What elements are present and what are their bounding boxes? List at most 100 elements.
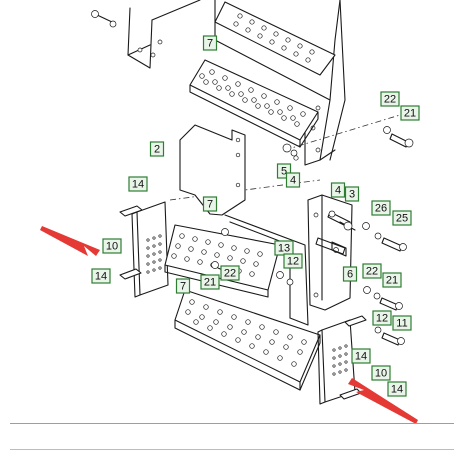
- callout-number: 5: [281, 166, 287, 178]
- callout-box: [285, 172, 301, 188]
- callout-box: [175, 278, 191, 294]
- right-top-bolt: [383, 126, 414, 148]
- callout-box: [400, 105, 420, 121]
- callout-number: 21: [404, 108, 416, 120]
- callout-22: 22: [362, 263, 382, 279]
- callout-box: [344, 186, 360, 202]
- callout-number: 21: [204, 277, 216, 289]
- callout-number: 7: [207, 199, 213, 211]
- callout-box: [149, 141, 165, 157]
- callout-12: 12: [283, 253, 303, 269]
- upper-tread: [189, 59, 319, 148]
- callout-box: [330, 182, 346, 198]
- callout-14: 14: [91, 268, 111, 284]
- callout-box: [102, 238, 122, 254]
- callout-box: [202, 35, 218, 51]
- callout-box: [371, 200, 391, 216]
- callout-11: 11: [392, 315, 412, 331]
- frame-divider: [10, 423, 454, 424]
- callout-box: [387, 381, 407, 397]
- callout-number: 7: [180, 281, 186, 293]
- callout-6: 6: [342, 266, 358, 282]
- callout-box: [362, 263, 382, 279]
- upper-tread-holes: [199, 69, 306, 127]
- callout-7: 7: [202, 35, 218, 51]
- middle-tread-holes: [171, 233, 263, 277]
- upper-tread-top: [214, 1, 336, 76]
- bracket-plate: [179, 124, 246, 216]
- red-arrow-left: [40, 226, 100, 256]
- callout-box: [372, 310, 392, 326]
- left-bracket-top: [119, 205, 143, 217]
- callout-14: 14: [387, 381, 407, 397]
- callout-22: 22: [220, 265, 240, 281]
- middle-tread: [164, 224, 281, 298]
- upper-tread-top-holes: [233, 13, 315, 63]
- callout-number: 22: [224, 268, 236, 280]
- callout-7: 7: [175, 278, 191, 294]
- callout-box: [200, 274, 220, 290]
- callout-number: 10: [106, 241, 118, 253]
- callout-number: 7: [207, 38, 213, 50]
- callout-10: 10: [371, 365, 391, 381]
- callout-number: 14: [391, 384, 403, 396]
- callout-number: 22: [366, 266, 378, 278]
- callout-number: 14: [132, 179, 144, 191]
- top-left-bolt: [91, 10, 117, 28]
- callout-box: [128, 176, 148, 192]
- callout-12: 12: [372, 310, 392, 326]
- callout-box: [91, 268, 111, 284]
- callout-number: 25: [396, 213, 408, 225]
- callout-10: 10: [102, 238, 122, 254]
- callout-box: [382, 272, 402, 288]
- callout-number: 4: [290, 175, 296, 187]
- right-lower-side-plate-holes: [332, 344, 348, 376]
- callout-21: 21: [200, 274, 220, 290]
- callout-21: 21: [382, 272, 402, 288]
- callout-number: 14: [355, 351, 367, 363]
- callout-7: 7: [202, 196, 218, 212]
- red-arrow-right: [348, 378, 418, 424]
- callout-box: [392, 315, 412, 331]
- callout-number: 12: [376, 313, 388, 325]
- washer-bolt-assembly: [282, 143, 299, 161]
- callout-number: 2: [154, 144, 160, 156]
- right-lower-side-plate: [317, 315, 367, 405]
- callout-21: 21: [400, 105, 420, 121]
- callout-4: 4: [330, 182, 346, 198]
- callout-box: [351, 348, 371, 364]
- callout-box: [371, 365, 391, 381]
- center-line-upper: [284, 114, 401, 151]
- callout-box: [283, 253, 303, 269]
- callout-number: 11: [396, 318, 407, 330]
- lower-tread-holes: [185, 299, 307, 367]
- callout-number: 22: [384, 94, 396, 106]
- callout-number: 4: [335, 185, 341, 197]
- right-bracket-top: [344, 315, 367, 327]
- left-bracket-bottom: [119, 268, 142, 280]
- callout-number: 6: [347, 269, 353, 281]
- callout-13: 13: [274, 240, 294, 256]
- callout-number: 14: [95, 271, 107, 283]
- callout-22: 22: [380, 91, 400, 107]
- callout-box: [202, 196, 218, 212]
- callout-2: 2: [149, 141, 165, 157]
- callout-box: [380, 91, 400, 107]
- eye-bolt: [331, 241, 347, 257]
- callout-number: 26: [375, 203, 387, 215]
- callout-26: 26: [371, 200, 391, 216]
- callout-4: 4: [285, 172, 301, 188]
- left-side-plate: [119, 201, 169, 298]
- callout-number: 13: [278, 243, 290, 255]
- middle-step-frame: [221, 214, 309, 326]
- callout-number: 3: [349, 189, 355, 201]
- callout-number: 12: [287, 256, 299, 268]
- callout-3: 3: [344, 186, 360, 202]
- callout-box: [220, 265, 240, 281]
- callout-box: [342, 266, 358, 282]
- callout-14: 14: [128, 176, 148, 192]
- callout-14: 14: [351, 348, 371, 364]
